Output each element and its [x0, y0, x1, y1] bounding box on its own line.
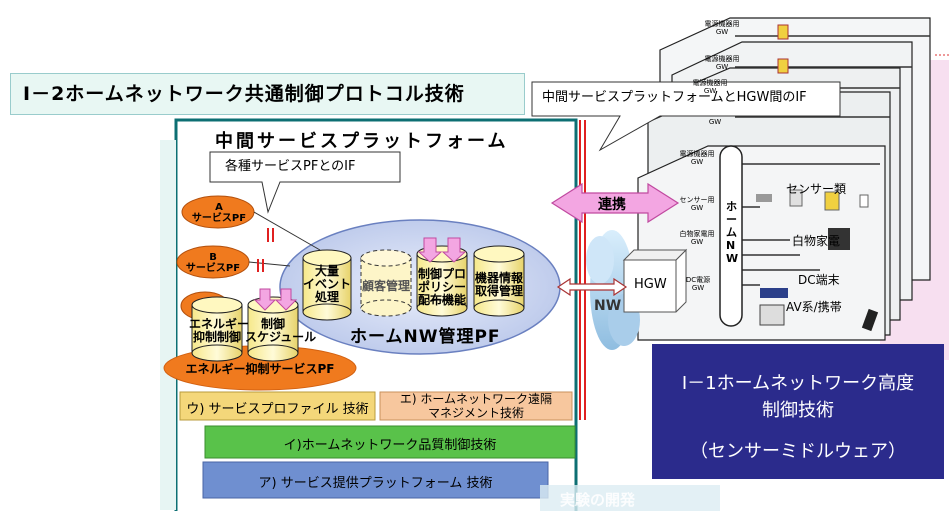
- energy-pf-label: エネルギー抑制サービスPF: [185, 362, 335, 376]
- renkei-label: 連携: [598, 197, 626, 213]
- red-marks: [257, 120, 586, 420]
- hgw-link-arrow: [556, 277, 628, 297]
- house-appliance-gw: 白物家電用 GW: [679, 230, 715, 246]
- hgw-box: [622, 248, 688, 313]
- layer-a-label: ア) サービス提供プラットフォーム 技術: [258, 476, 493, 491]
- callout-service-if-box: [209, 151, 401, 214]
- i1-line2: 制御技術: [762, 400, 834, 421]
- bottom-faded-band: [540, 485, 720, 511]
- layer-i-label: イ)ホームネットワーク品質制御技術: [283, 438, 497, 453]
- cyl-events-label: 大量 イベント 処理: [302, 264, 351, 304]
- service-b-label: B サービスPF: [185, 252, 241, 274]
- layer-e-bar: [379, 391, 573, 421]
- house-gw-label-2: 電源機器用 GW: [704, 55, 740, 71]
- layer-u-label: ウ) サービスプロファイル 技術: [186, 402, 369, 417]
- page-title: I－2ホームネットワーク共通制御プロトコル技術: [10, 73, 525, 115]
- i1-line3: （センサーミドルウェア）: [690, 441, 906, 462]
- i1-line1: I－1ホームネットワーク高度: [681, 373, 915, 394]
- i1-box: I－1ホームネットワーク高度 制御技術 （センサーミドルウェア）: [652, 344, 944, 479]
- appliance-label: 白物家電: [792, 234, 841, 248]
- callout-service-if: 各種サービスPFとのIF: [225, 159, 356, 174]
- nw-label: NW: [594, 298, 622, 314]
- cyl-customer-label: 顧客管理: [361, 279, 410, 293]
- device-icons: [756, 24, 879, 332]
- cylinder-device: [473, 245, 525, 317]
- cylinder-events: [302, 249, 352, 321]
- layer-u-bar: [179, 391, 376, 421]
- cyl-device-label: 機器情報 取得管理: [474, 271, 523, 298]
- cyl-policy-label: 制御プロ ポリシー 配布機能: [417, 267, 466, 307]
- renkei-arrow: [550, 182, 680, 224]
- house-sensor-gw: センサー用 GW: [679, 196, 715, 212]
- hgw-label: HGW: [634, 277, 667, 292]
- bottom-faded-text: 実験の開発: [560, 491, 636, 509]
- av-label: AV系/携帯: [786, 300, 842, 314]
- house-gw-label-5: 電源機器用 GW: [679, 150, 715, 166]
- layer-i-bar: [204, 425, 576, 459]
- cylinder-customer: [360, 249, 412, 317]
- dc-terminal-label: DC端末: [798, 273, 840, 287]
- home-nw-bar: [719, 145, 743, 327]
- platform-shadow: [160, 140, 176, 510]
- cylinder-policy: [416, 245, 468, 317]
- connector-lines: [248, 211, 321, 267]
- pink-down-arrows: [253, 237, 467, 311]
- cylinder-energy: [191, 296, 243, 362]
- callout-hgw-if: 中間サービスプラットフォームとHGW間のIF: [542, 90, 807, 105]
- layer-a-bar: [202, 461, 549, 499]
- layer-e-label: エ) ホームネットワーク遠隔 マネジメント技術: [399, 392, 553, 420]
- home-nw-label: ホームNW: [726, 200, 739, 265]
- house-gw-label-4: GW: [708, 118, 722, 126]
- home-nw-pf-label: ホームNW管理PF: [350, 327, 501, 347]
- cyl-schedule-label: 制御 スケジュール: [245, 317, 317, 344]
- service-a-label: A サービスPF: [191, 202, 247, 224]
- platform-title: 中間サービスプラットフォーム: [215, 131, 509, 152]
- cyl-energy-label: エネルギー 抑制制御: [189, 317, 250, 344]
- house-dc-gw: DC電源 GW: [685, 276, 711, 292]
- callout-hgw-if-box: [531, 81, 841, 152]
- sensor-kind-label: センサー類: [786, 182, 847, 196]
- house-gw-label-1: 電源機器用 GW: [704, 20, 740, 36]
- house-gw-label-3: 電源機器用 GW: [692, 79, 728, 95]
